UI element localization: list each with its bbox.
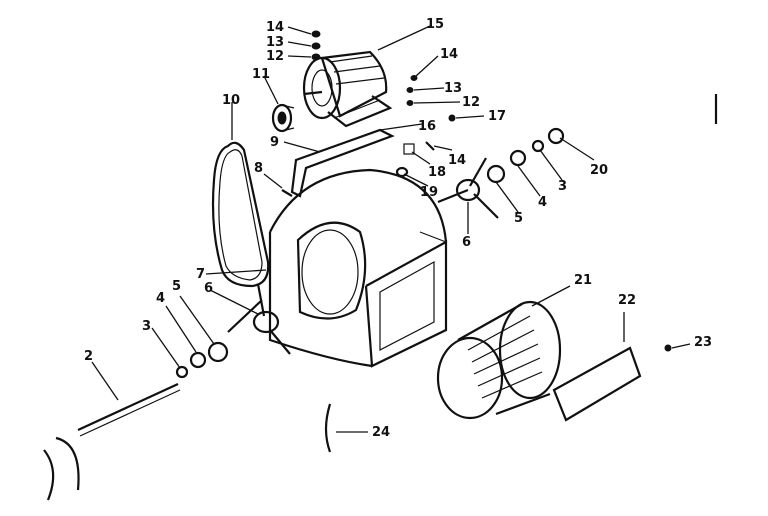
callout-labels: 14 13 12 15 14 13 12 11 10 9 8 16 17 14 … (84, 17, 712, 440)
label-6-left: 6 (204, 281, 213, 296)
blower-wheel (436, 300, 562, 420)
wheel-fragment (43, 436, 80, 501)
bolt-17 (448, 114, 456, 122)
label-15: 15 (426, 17, 444, 32)
label-12-top: 12 (266, 49, 284, 64)
v-belt (211, 141, 270, 288)
label-4-left: 4 (156, 291, 165, 306)
label-16: 16 (418, 119, 436, 134)
hardware-top-right (406, 75, 418, 106)
label-19: 19 (420, 185, 438, 200)
label-2: 2 (84, 349, 93, 364)
label-5-right: 5 (514, 211, 523, 226)
label-14-mid: 14 (448, 153, 466, 168)
motor-pulley (271, 103, 295, 133)
cutoff-plate (552, 346, 642, 422)
label-23: 23 (694, 335, 712, 350)
label-12-right: 12 (462, 95, 480, 110)
label-13-right: 13 (444, 81, 462, 96)
label-22: 22 (618, 293, 636, 308)
label-17: 17 (488, 109, 506, 124)
screw-23 (664, 344, 672, 352)
blower-shaft (77, 383, 179, 431)
label-14-right: 14 (440, 47, 458, 62)
bushing-19 (395, 166, 409, 178)
bearing-bracket-left (227, 283, 291, 355)
label-18: 18 (428, 165, 446, 180)
wire-24 (324, 403, 332, 453)
label-11: 11 (252, 67, 270, 82)
label-24: 24 (372, 425, 390, 440)
label-3-right: 3 (558, 179, 567, 194)
label-14-top: 14 (266, 20, 284, 35)
clip-18 (403, 143, 415, 155)
bearing-set-left (175, 341, 229, 379)
label-7: 7 (196, 267, 205, 282)
label-3-left: 3 (142, 319, 151, 334)
label-13-top: 13 (266, 35, 284, 50)
label-9: 9 (270, 135, 279, 150)
blower-housing (268, 168, 448, 368)
bolt-14c (425, 141, 435, 151)
label-5-left: 5 (172, 279, 181, 294)
leader-lines (91, 25, 691, 433)
label-21: 21 (574, 273, 592, 288)
motor-mount-bracket (290, 128, 395, 198)
motor (302, 50, 393, 128)
hardware-top-left (311, 30, 321, 61)
label-8: 8 (254, 161, 263, 176)
label-20: 20 (590, 163, 608, 178)
bearing-bracket-right (437, 157, 499, 219)
label-4-right: 4 (538, 195, 547, 210)
bearing-set-right (486, 127, 565, 184)
label-10: 10 (222, 93, 240, 108)
bolt-8 (281, 189, 293, 197)
label-6-right: 6 (462, 235, 471, 250)
